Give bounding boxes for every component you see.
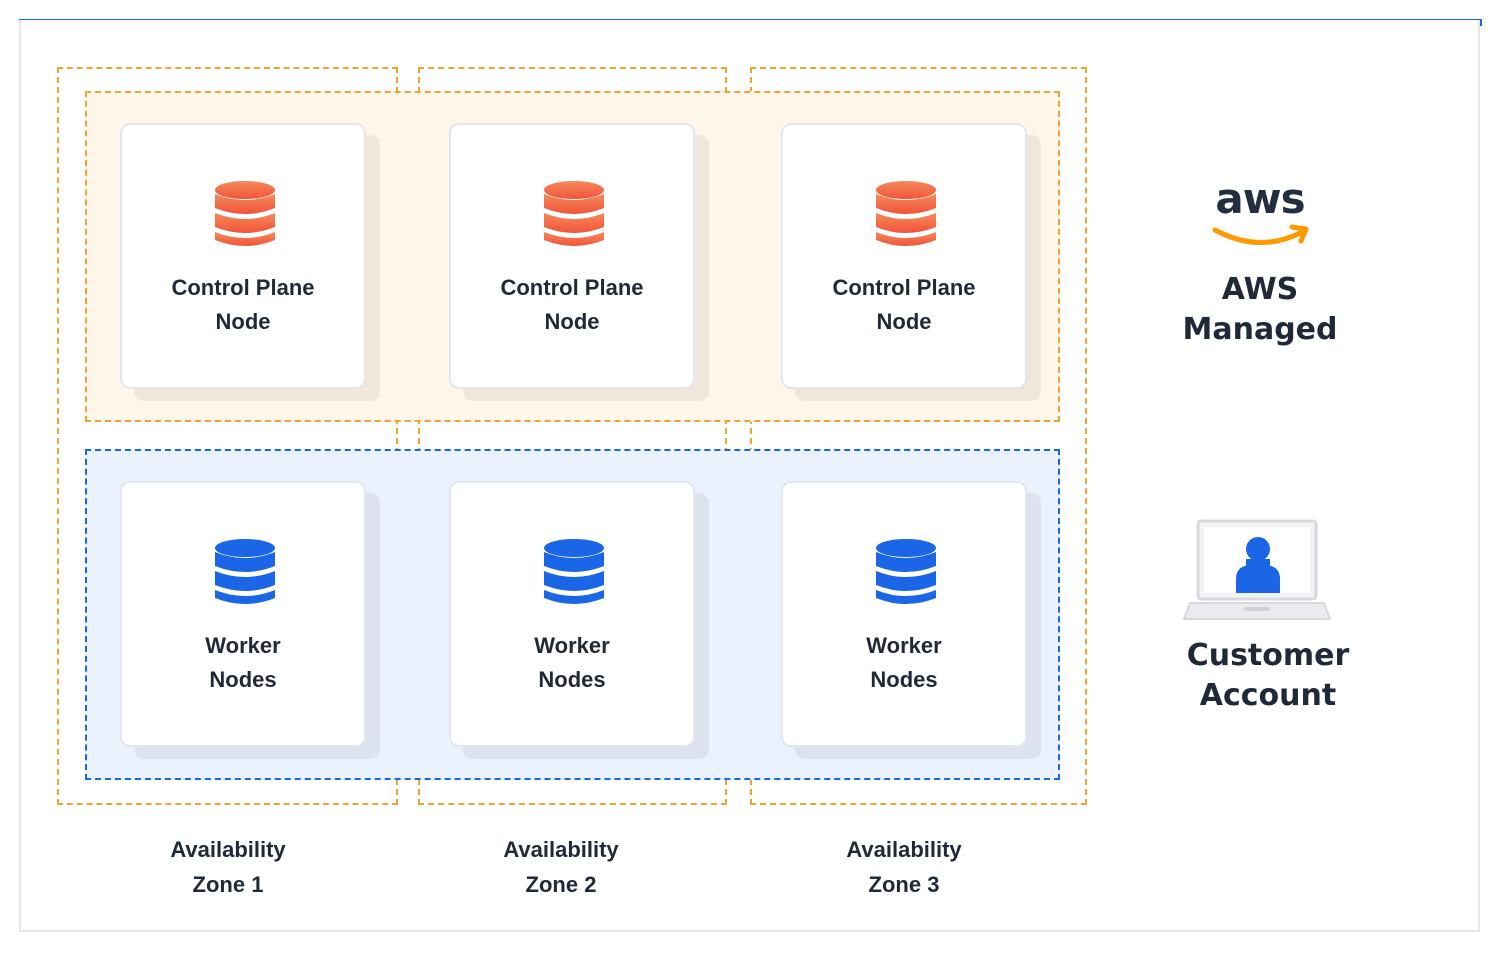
availability-zone-3-label: Availability Zone 3 [846, 837, 962, 897]
database-icon [876, 181, 936, 246]
aws-logo-text: aws [1215, 174, 1305, 223]
worker-nodes-card-2: Worker Nodes [449, 481, 695, 747]
availability-zone-3-outline [750, 67, 1087, 805]
availability-zone-2-label: Availability Zone 2 [503, 837, 619, 897]
worker-nodes-label: Worker Nodes [534, 633, 610, 692]
aws-smile-icon [1212, 224, 1309, 245]
database-icon [544, 539, 604, 604]
control-plane-node-label: Control Plane Node [171, 275, 315, 334]
database-icon [215, 539, 275, 604]
availability-zone-1-label: Availability Zone 1 [170, 837, 286, 897]
control-plane-node-card-2: Control Plane Node [449, 123, 695, 389]
control-plane-node-card-3: Control Plane Node [781, 123, 1027, 389]
worker-nodes-label: Worker Nodes [205, 633, 281, 692]
worker-nodes-label: Worker Nodes [866, 633, 942, 692]
laptop-user-icon [1182, 519, 1332, 620]
database-icon [876, 539, 936, 604]
worker-nodes-card-1: Worker Nodes [120, 481, 366, 747]
control-plane-node-label: Control Plane Node [500, 275, 644, 334]
availability-zone-2-outline [418, 67, 727, 805]
availability-zone-1-outline [57, 67, 398, 805]
customer-account-label: Customer Account [1186, 638, 1350, 713]
aws-managed-label: AWS Managed [1182, 272, 1338, 347]
control-plane-node-label: Control Plane Node [832, 275, 976, 334]
worker-nodes-card-3: Worker Nodes [781, 481, 1027, 747]
database-icon [544, 181, 604, 246]
control-plane-node-card-1: Control Plane Node [120, 123, 366, 389]
database-icon [215, 181, 275, 246]
